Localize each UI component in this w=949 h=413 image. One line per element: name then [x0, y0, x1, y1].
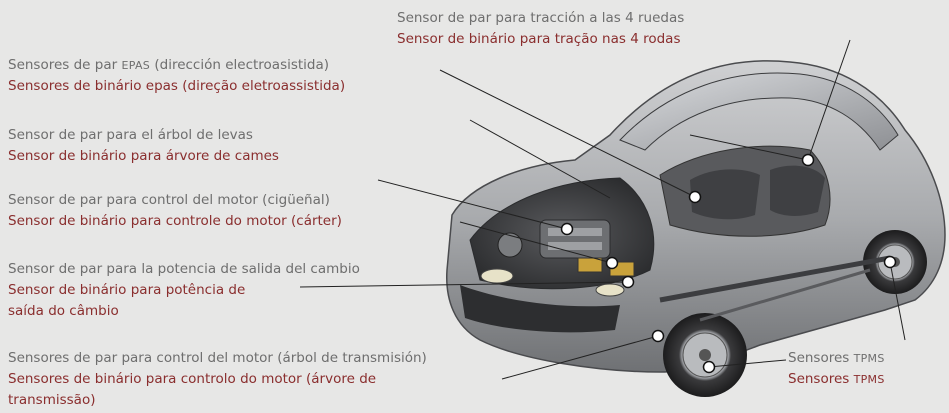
leader-camshaft — [469, 119, 611, 199]
label-gearbox-pt-line1: Sensor de binário para potência de — [8, 282, 246, 298]
marker-gearbox — [621, 275, 635, 289]
label-crankshaft-es: Sensor de par para control del motor (ci… — [8, 192, 330, 208]
label-driveshaft-pt-line1: Sensores de binário para controlo do mot… — [8, 371, 377, 387]
label-crankshaft-pt: Sensor de binário para controle do motor… — [8, 213, 342, 229]
leader-4wd — [689, 134, 809, 161]
leader-driveshaft — [501, 335, 659, 380]
leader-4wd-upper — [807, 39, 851, 161]
label-4wd-pt: Sensor de binário para tração nas 4 roda… — [397, 31, 681, 47]
label-crankshaft-torque-sensor: Sensor de par para control del motor (ci… — [8, 190, 342, 232]
label-4wd-es: Sensor de par para tracción a las 4 rued… — [397, 10, 685, 26]
marker-epas — [688, 190, 702, 204]
leader-crankshaft — [377, 179, 568, 230]
leader-lines — [299, 39, 906, 380]
marker-4wd — [801, 153, 815, 167]
label-gearbox-torque-sensor: Sensor de par para la potencia de salida… — [8, 259, 360, 322]
label-driveshaft-torque-sensors: Sensores de par para control del motor (… — [8, 348, 427, 411]
label-driveshaft-es: Sensores de par para control del motor (… — [8, 350, 427, 366]
label-gearbox-es: Sensor de par para la potencia de salida… — [8, 261, 360, 277]
label-4wd-torque-sensor: Sensor de par para tracción a las 4 rued… — [397, 8, 684, 50]
label-epas-pt: Sensores de binário epas (direção eletro… — [8, 78, 346, 94]
label-tpms-pt: Sensores TPMS — [788, 371, 885, 387]
leader-gearbox2 — [299, 281, 629, 288]
label-camshaft-torque-sensor: Sensor de par para el árbol de levas Sen… — [8, 125, 279, 167]
marker-tpms-rear — [883, 255, 897, 269]
chassis — [659, 255, 891, 322]
label-epas-torque-sensors: Sensores de par EPAS (dirección electroa… — [8, 55, 345, 97]
label-gearbox-pt-line2: saída do câmbio — [8, 303, 119, 319]
label-driveshaft-pt-line2: transmissão) — [8, 392, 96, 408]
leader-gearbox — [459, 221, 613, 264]
label-camshaft-pt: Sensor de binário para árvore de cames — [8, 148, 279, 164]
label-camshaft-es: Sensor de par para el árbol de levas — [8, 127, 253, 143]
label-tpms-sensors: Sensores TPMS Sensores TPMS — [788, 348, 885, 390]
marker-tpms-front — [702, 360, 716, 374]
leader-epas — [439, 69, 696, 198]
label-tpms-es: Sensores TPMS — [788, 350, 885, 366]
marker-camshaft — [560, 222, 574, 236]
sensor-markers — [560, 153, 897, 374]
leader-tpms-front — [708, 359, 787, 368]
marker-driveshaft — [651, 329, 665, 343]
label-epas-es: Sensores de par EPAS (dirección electroa… — [8, 57, 330, 73]
leader-tpms-rear — [889, 261, 906, 341]
marker-crankshaft — [605, 256, 619, 270]
front-wheel — [663, 313, 747, 397]
